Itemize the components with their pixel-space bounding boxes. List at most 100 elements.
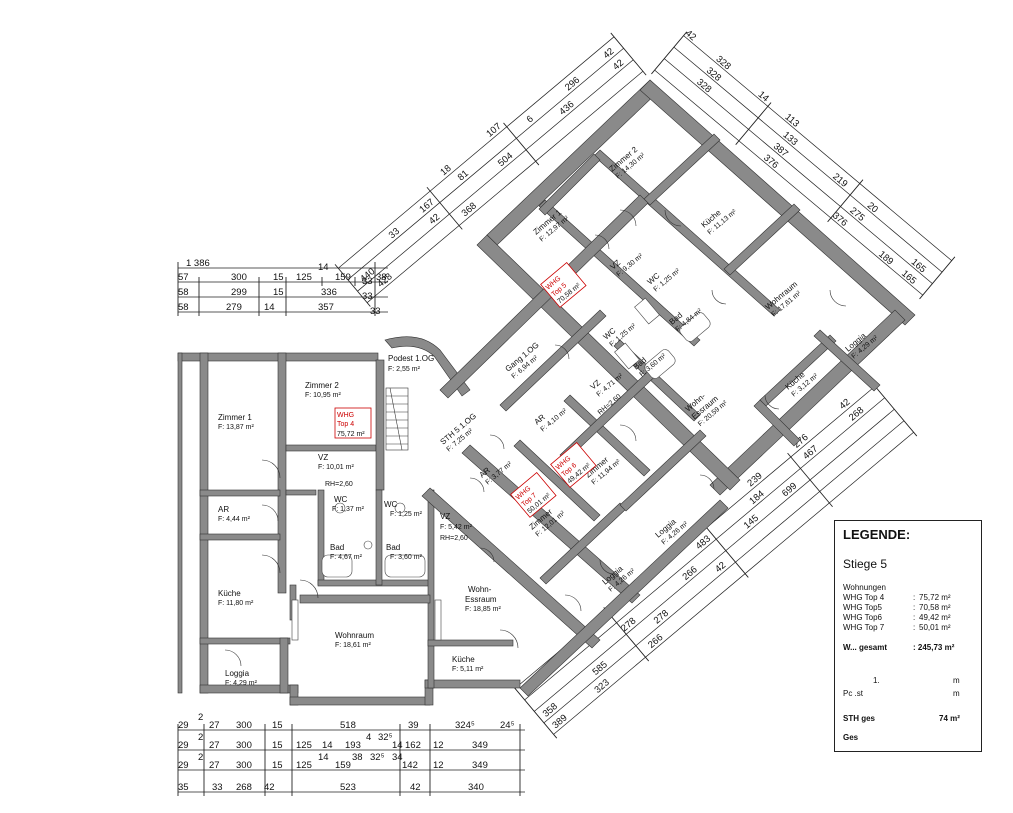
room-name: Bad [330, 543, 344, 552]
dim-text: 324⁵ [455, 720, 475, 731]
dim-text: 14 [318, 752, 329, 763]
dim-text: 29 [178, 740, 189, 751]
dim-text: 349 [472, 760, 488, 771]
dim-text: 349 [472, 740, 488, 751]
legend-ges: Ges [843, 733, 859, 742]
dim-text: 159 [335, 760, 351, 771]
dim-text: 518 [340, 720, 356, 731]
dim-text: 279 [226, 302, 242, 313]
bathroom-fixtures [291, 297, 711, 641]
dim-text: 299 [231, 287, 247, 298]
dim-text: 35 [178, 782, 189, 793]
room-area: F: 4,44 m² [218, 516, 251, 523]
dim-text: 300 [236, 760, 252, 771]
room-area: F: 4,29 m² [225, 680, 258, 687]
dim-text: 142 [402, 760, 418, 771]
dim-text: 33 [370, 306, 381, 317]
room-name: WC [384, 500, 398, 509]
dim-text: 14 [318, 262, 329, 273]
dim-text: 193 [345, 740, 361, 751]
dim-text: 159 [335, 272, 351, 283]
top-dimension-lines: 1 386 57 300 15 125 14 159 33 38 58 299 … [177, 258, 388, 317]
room-name: Zimmer 2 [305, 381, 339, 390]
dim-text: 32⁵ [378, 732, 393, 743]
legend-row-colon: : [913, 623, 916, 632]
legend-row: WHG Top 7 : 50,01 m² [843, 623, 975, 633]
legend-misc: m [953, 676, 960, 685]
legend-sth-value: 74 m² [939, 714, 960, 723]
dim-text: 2 [198, 752, 203, 763]
room-area: F: 3,60 m² [390, 554, 423, 561]
dim-text: 12 [433, 760, 444, 771]
legend-row-value: 50,01 m² [919, 623, 951, 632]
dim-text: 42 [683, 28, 698, 43]
room-area: F: 5,42 m² [440, 524, 473, 531]
room-name: WC [334, 495, 348, 504]
dim-text: 6 [525, 114, 536, 126]
room-name: Wohnraum [335, 631, 374, 640]
dim-text: 33 [362, 291, 373, 302]
diag-dimension-lines-top: 428 368 440 42 504 436 42 33 167 81 6 29… [334, 32, 647, 307]
dim-text: 2 [198, 732, 203, 743]
dim-text: 300 [236, 740, 252, 751]
dim-text: 27 [209, 740, 220, 751]
dim-text: 523 [340, 782, 356, 793]
dim-text: 14 [264, 302, 275, 313]
dim-text: 38 [376, 272, 387, 283]
room-area: F: 10,95 m² [305, 392, 341, 399]
room-name: AR [218, 505, 229, 514]
room-name: Küche [218, 589, 241, 598]
room-name: Wohn- [468, 585, 492, 594]
room-area: F: 18,85 m² [465, 606, 501, 613]
dim-text: 2 [198, 712, 203, 723]
room-area: F: 1,25 m² [390, 511, 423, 518]
dim-text: 4 [366, 732, 371, 743]
dim-text: 376 [761, 152, 780, 171]
dim-text: 18 [438, 163, 453, 178]
left-block-walls [177, 352, 521, 706]
legend-row-value: 49,42 m² [919, 613, 951, 622]
dim-text: 125 [296, 760, 312, 771]
legend-row-key: WHG Top6 [843, 613, 882, 622]
legend-row-colon: : [913, 603, 916, 612]
dim-text: 300 [236, 720, 252, 731]
dim-total: 1 386 [186, 258, 210, 269]
legend-sth: STH ges 74 m² [843, 714, 975, 723]
dim-text: 29 [178, 760, 189, 771]
dim-text: 33 [362, 276, 373, 287]
legend-misc: m [953, 689, 960, 698]
diagonal-wing-walls [421, 79, 916, 697]
dim-text: 125 [296, 272, 312, 283]
legend-sth-label: STH ges [843, 714, 876, 723]
dim-text: 57 [178, 272, 189, 283]
legend-row-value: 75,72 m² [919, 593, 951, 602]
room-labels-left: Zimmer 1 F: 13,87 m² Zimmer 2 F: 10,95 m… [218, 354, 501, 687]
dim-text: 14 [392, 740, 403, 751]
room-name: Bad [386, 543, 400, 552]
legend-row: WHG Top5 : 70,58 m² [843, 603, 975, 613]
room-area: F: 13,87 m² [218, 424, 254, 431]
dim-text: 12 [433, 740, 444, 751]
dim-text: 300 [231, 272, 247, 283]
door-swings [224, 209, 847, 667]
dim-text: 268 [236, 782, 252, 793]
legend-row-key: WHG Top 4 [843, 593, 885, 602]
dim-text: 27 [209, 720, 220, 731]
dim-text: 15 [273, 272, 284, 283]
dim-text: 125 [296, 740, 312, 751]
legend-wohnungen: Wohnungen [843, 583, 886, 592]
legend-row-value: 70,58 m² [919, 603, 951, 612]
legend-row-colon: : [913, 593, 916, 602]
whg-line2: Top 4 [337, 421, 354, 428]
room-area: F: 18,61 m² [335, 642, 371, 649]
dim-text: 15 [273, 287, 284, 298]
legend-title: LEGENDE: [843, 527, 911, 542]
dim-text: 42 [713, 560, 728, 575]
legend-total-value: : 245,73 m² [913, 643, 955, 652]
legend-box: LEGENDE: Stiege 5 Wohnungen WHG Top 4 : … [834, 520, 982, 752]
rh-label: RH=2,60 [325, 481, 353, 488]
dim-text: 33 [212, 782, 223, 793]
dim-text: 376 [830, 210, 849, 229]
dim-text: 20 [865, 200, 880, 215]
